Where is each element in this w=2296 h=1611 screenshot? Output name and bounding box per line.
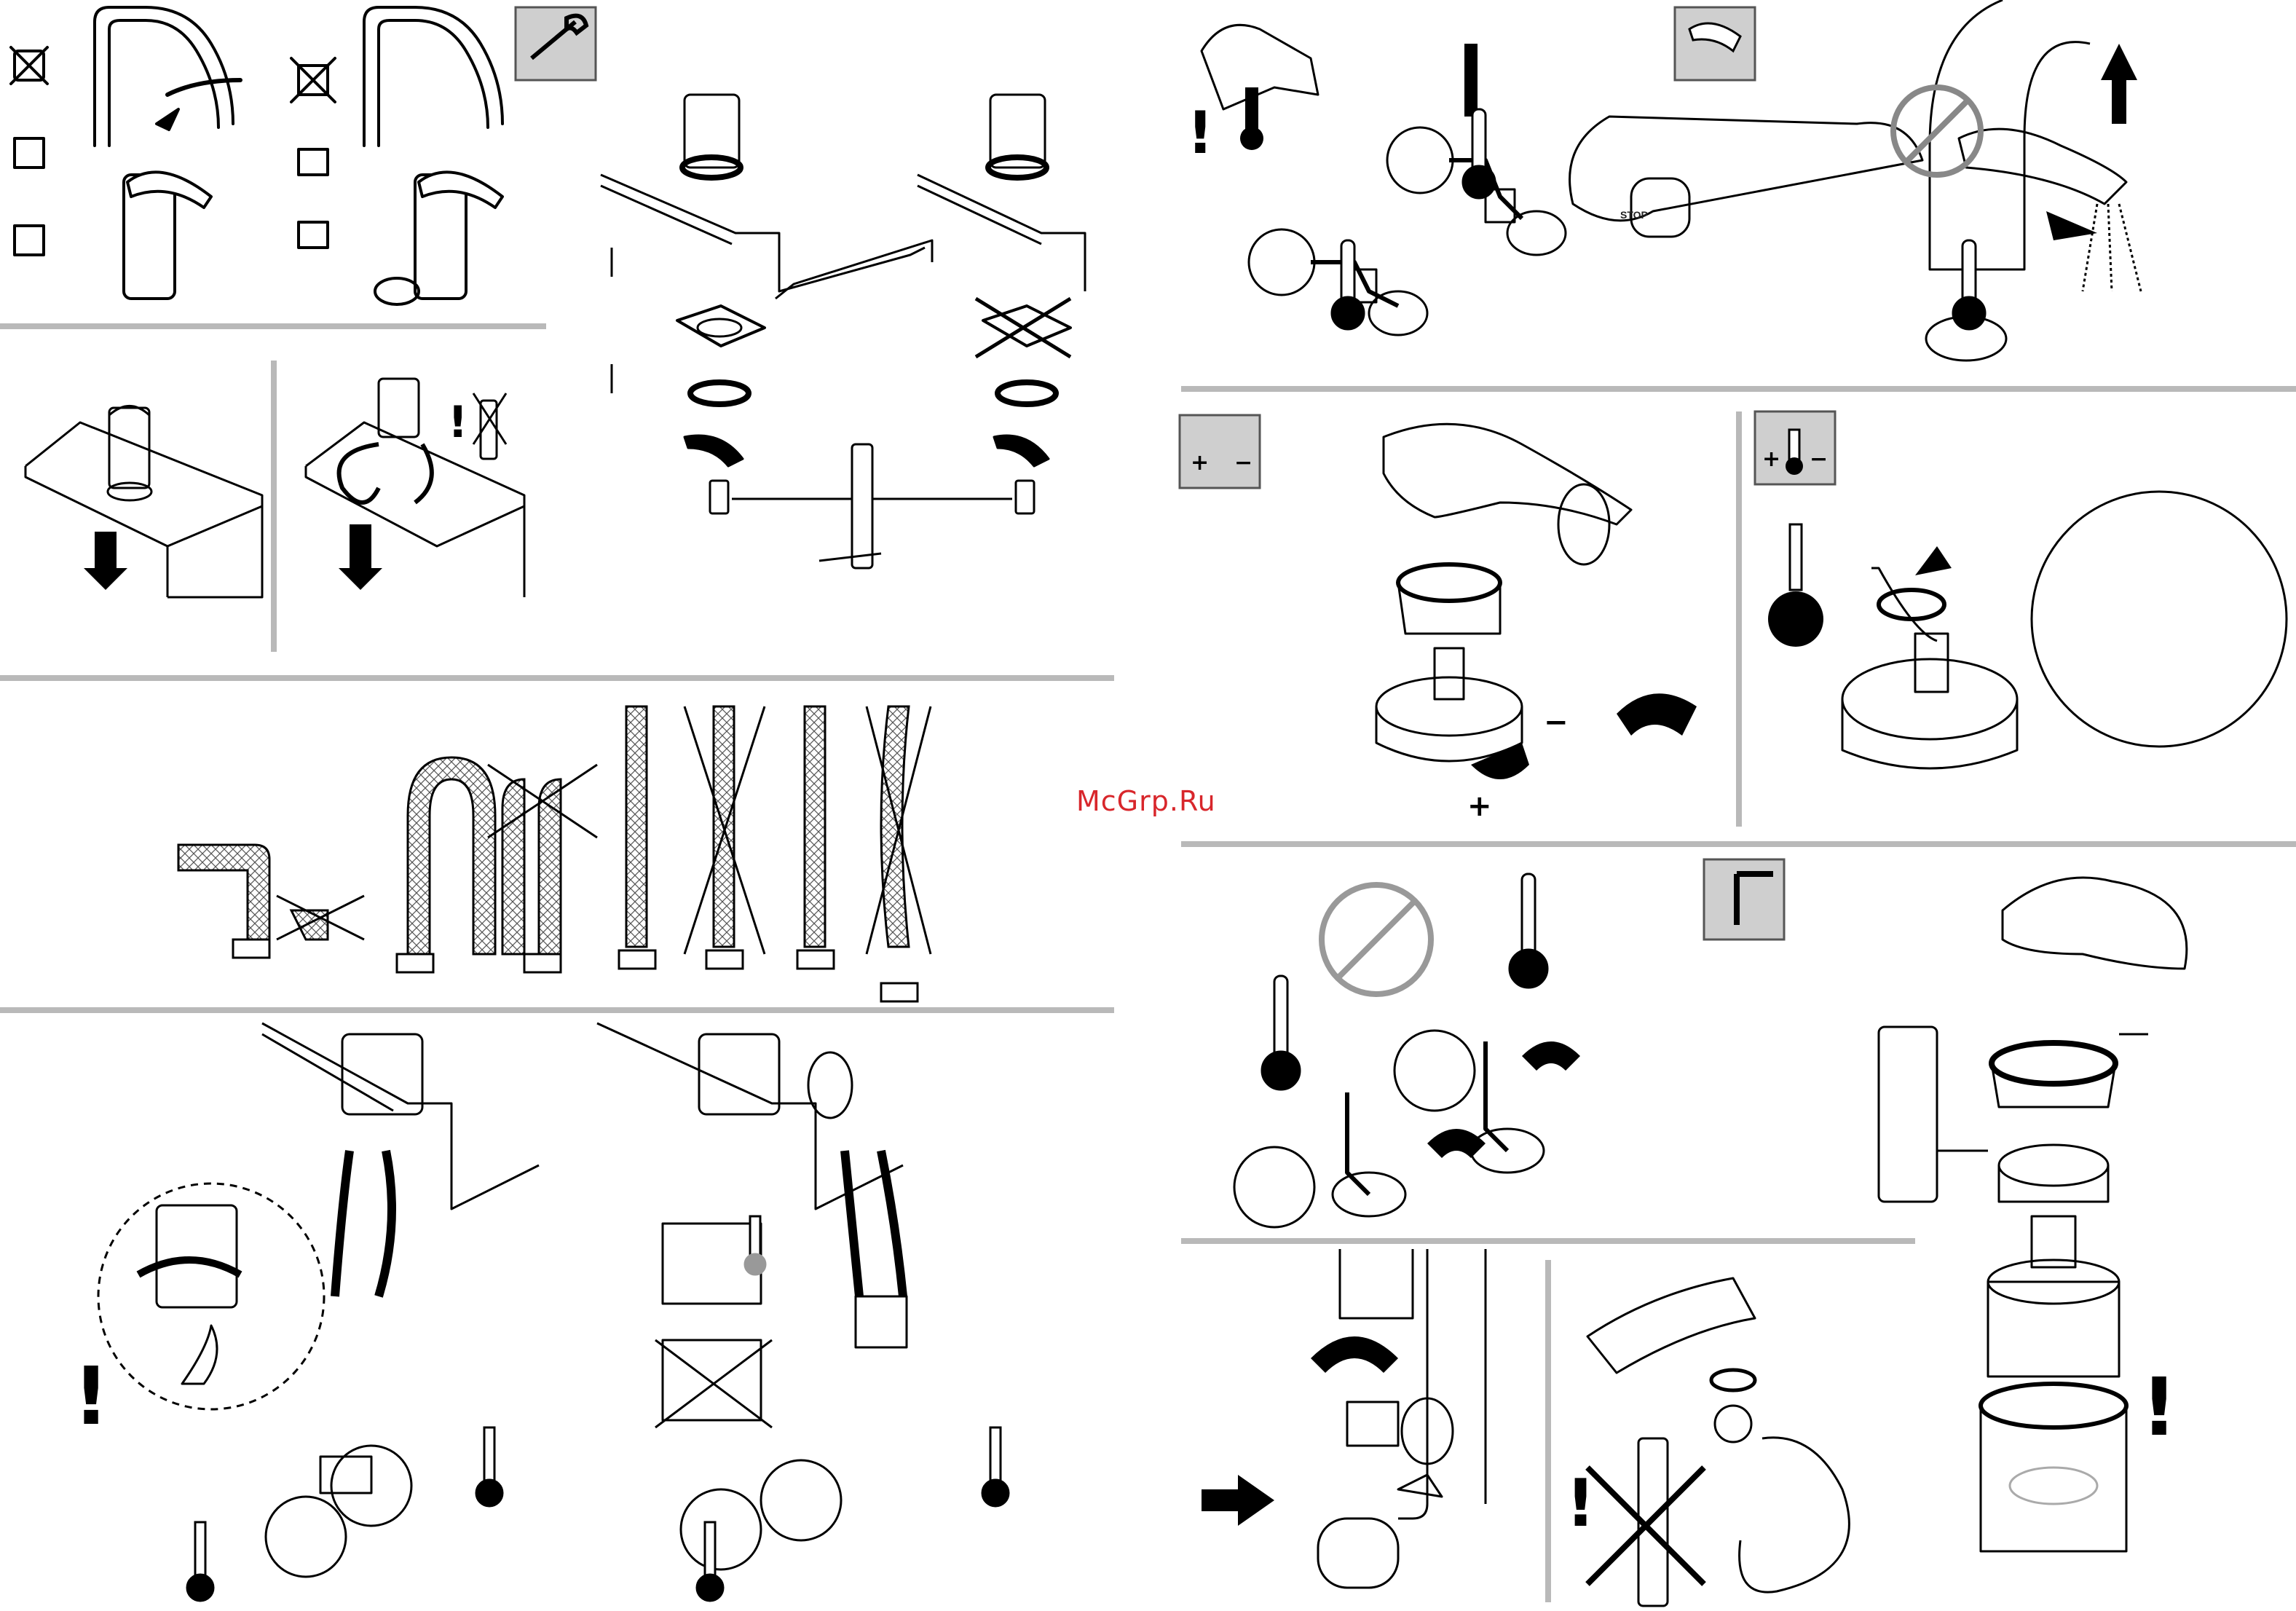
connect-valves-drawing: ! [0, 1020, 1121, 1611]
spanner-icon [852, 444, 872, 568]
warning-exclaim-3: ! [1187, 99, 1213, 167]
step-hose-bending [146, 692, 932, 1005]
warning-exclaim-5: ! [1566, 1465, 1595, 1542]
divider-mid-right [1181, 841, 2296, 847]
divider-top-right [1181, 386, 2296, 392]
worktop-mount-drawing: ! [0, 335, 553, 670]
svg-text:+: + [1191, 450, 1209, 476]
svg-text:−: − [1234, 450, 1252, 476]
hand-icon [1202, 25, 1318, 109]
svg-text:−: − [1810, 446, 1828, 472]
arrow-down-icon [84, 532, 127, 590]
divider-top-left [0, 323, 546, 329]
step-gasket-order [575, 87, 1129, 568]
step-connect-valves: ! [0, 1020, 1121, 1611]
temp-limit-drawing: + − + − + − [1180, 401, 2296, 838]
plus-symbol: + [1467, 789, 1492, 823]
hose-icon [178, 845, 269, 940]
valve-icon [320, 1457, 371, 1493]
cartridge-icon [1384, 424, 1631, 524]
spray-badge [1675, 7, 1755, 80]
divider-mid-left [0, 675, 1114, 681]
gasket-order-drawing [575, 87, 1129, 568]
warning-exclaim-4: ! [2141, 1360, 2177, 1454]
warning-exclaim: ! [448, 397, 468, 448]
svg-text:+: + [1762, 446, 1780, 472]
step-worktop-mount: ! [0, 335, 553, 670]
spout-install-drawing [0, 0, 604, 320]
stop-label: STOP [1620, 209, 1648, 221]
step-aerator: ! [1180, 1249, 1908, 1611]
warning-exclaim-2: ! [73, 1350, 109, 1443]
aerator-drawing: ! [1180, 1249, 1908, 1611]
step-spout-install [0, 0, 604, 320]
divider-lower-left [0, 1007, 1114, 1013]
hose-bending-drawing [146, 692, 932, 1005]
aerator-icon [1587, 1278, 1755, 1373]
step-flush: STOP ! [1180, 0, 2296, 379]
step-temp-limit: + − + − + − [1180, 401, 2296, 838]
flush-drawing: STOP ! [1180, 0, 2296, 379]
minus-symbol: − [1544, 706, 1569, 739]
